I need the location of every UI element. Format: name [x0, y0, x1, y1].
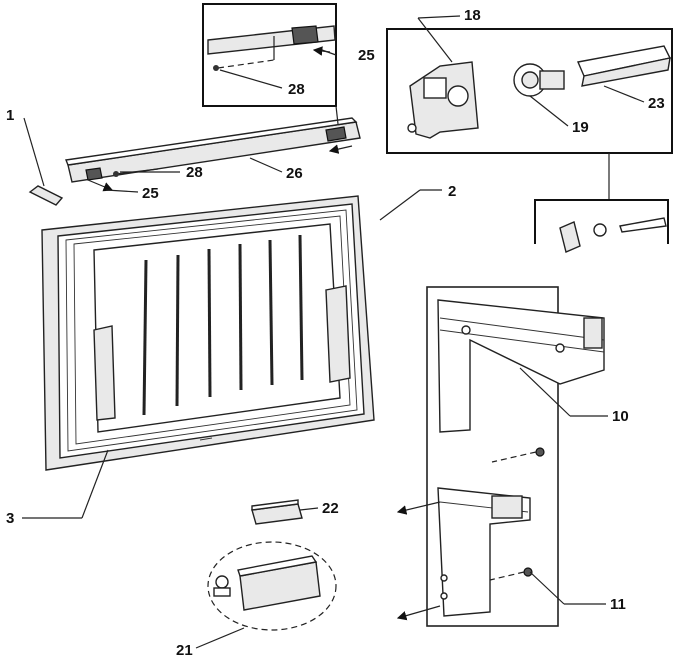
- callout-28-top: 28: [288, 81, 305, 98]
- door-panel: [41, 195, 375, 471]
- callout-25-bottom: 25: [142, 185, 159, 202]
- callout-26: 26: [286, 165, 303, 182]
- handle-bar: [65, 117, 361, 192]
- callout-labels: 1 2 3 10 11 18 19 21 22 23 25 25 26 28 2…: [6, 7, 665, 659]
- callout-25-top: 25: [358, 47, 375, 64]
- part-1-pin: [23, 117, 64, 206]
- callout-1: 1: [6, 107, 14, 124]
- part-21-cap: [207, 541, 337, 631]
- callout-2: 2: [448, 183, 456, 200]
- callout-23: 23: [648, 95, 665, 112]
- callout-18: 18: [464, 7, 481, 24]
- callout-3: 3: [6, 510, 14, 527]
- detail-inset-top: [202, 3, 339, 125]
- leader-lines: [22, 15, 645, 649]
- callout-21: 21: [176, 642, 193, 659]
- callout-28-bottom: 28: [186, 164, 203, 181]
- part-22-pad: [251, 499, 303, 525]
- detail-inset-small: [534, 199, 669, 253]
- callout-19: 19: [572, 119, 589, 136]
- detail-inset-hinge: [386, 28, 673, 154]
- hinge-rail-panel: [396, 286, 605, 627]
- callout-22: 22: [322, 500, 339, 517]
- callout-11: 11: [610, 596, 626, 613]
- callout-10: 10: [612, 408, 629, 425]
